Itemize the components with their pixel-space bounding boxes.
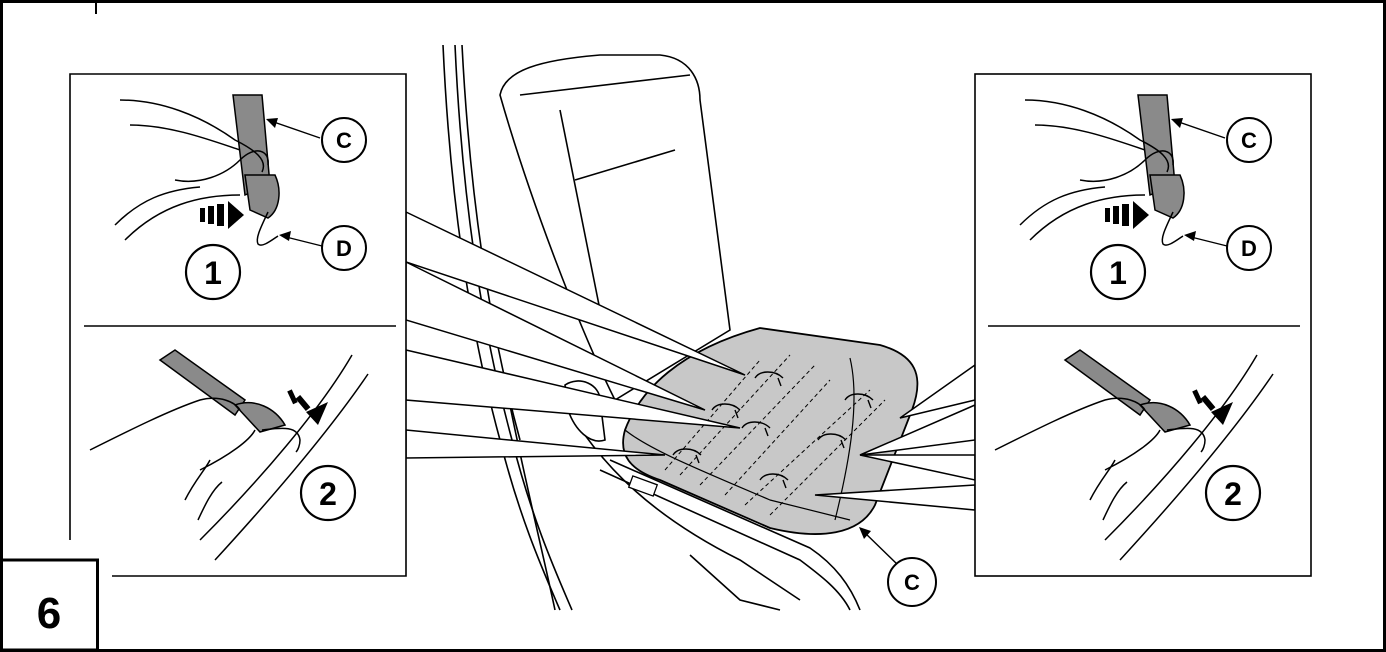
- left-step-1-push-arrow: [200, 201, 244, 229]
- right-instruction-panel: C D 1 2: [974, 73, 1312, 577]
- right-step-1-push-arrow: [1105, 201, 1149, 229]
- right-step-1-number: 1: [1109, 255, 1127, 291]
- right-callout-d: [1226, 225, 1272, 271]
- left-step-2-drawing: [89, 349, 369, 561]
- figure-number: 6: [37, 589, 61, 638]
- figure-number-box: [0, 558, 99, 652]
- left-callout-c: [321, 117, 367, 163]
- seat-cover-callout-c: [887, 557, 937, 607]
- right-step-2-badge: [1204, 464, 1262, 522]
- right-callout-c: [1226, 117, 1272, 163]
- left-step-1-number: 1: [204, 255, 222, 291]
- right-step-2-press-arrow: [1192, 389, 1233, 425]
- panel-leader-lines: [405, 210, 976, 511]
- left-instruction-panel: C D 1 2: [69, 73, 407, 577]
- right-step-1-badge: [1089, 243, 1147, 301]
- left-step-2-number: 2: [319, 476, 337, 512]
- right-step-2-number: 2: [1224, 476, 1242, 512]
- seat-back: [499, 54, 731, 402]
- left-step-2-badge: [299, 464, 357, 522]
- left-step-1-badge: [184, 243, 242, 301]
- right-step-1-drawing: [1019, 94, 1185, 246]
- seat-illustration: [442, 44, 861, 611]
- left-callout-c-label: C: [336, 128, 352, 153]
- left-step-1-drawing: [114, 94, 280, 246]
- left-callout-d: [321, 225, 367, 271]
- left-step-2-press-arrow: [287, 389, 328, 425]
- left-callout-d-label: D: [336, 236, 352, 261]
- right-step-2-drawing: [994, 349, 1274, 561]
- right-callout-d-label: D: [1241, 236, 1257, 261]
- right-callout-c-label: C: [1241, 128, 1257, 153]
- seat-cover-callout-c-label: C: [904, 570, 920, 595]
